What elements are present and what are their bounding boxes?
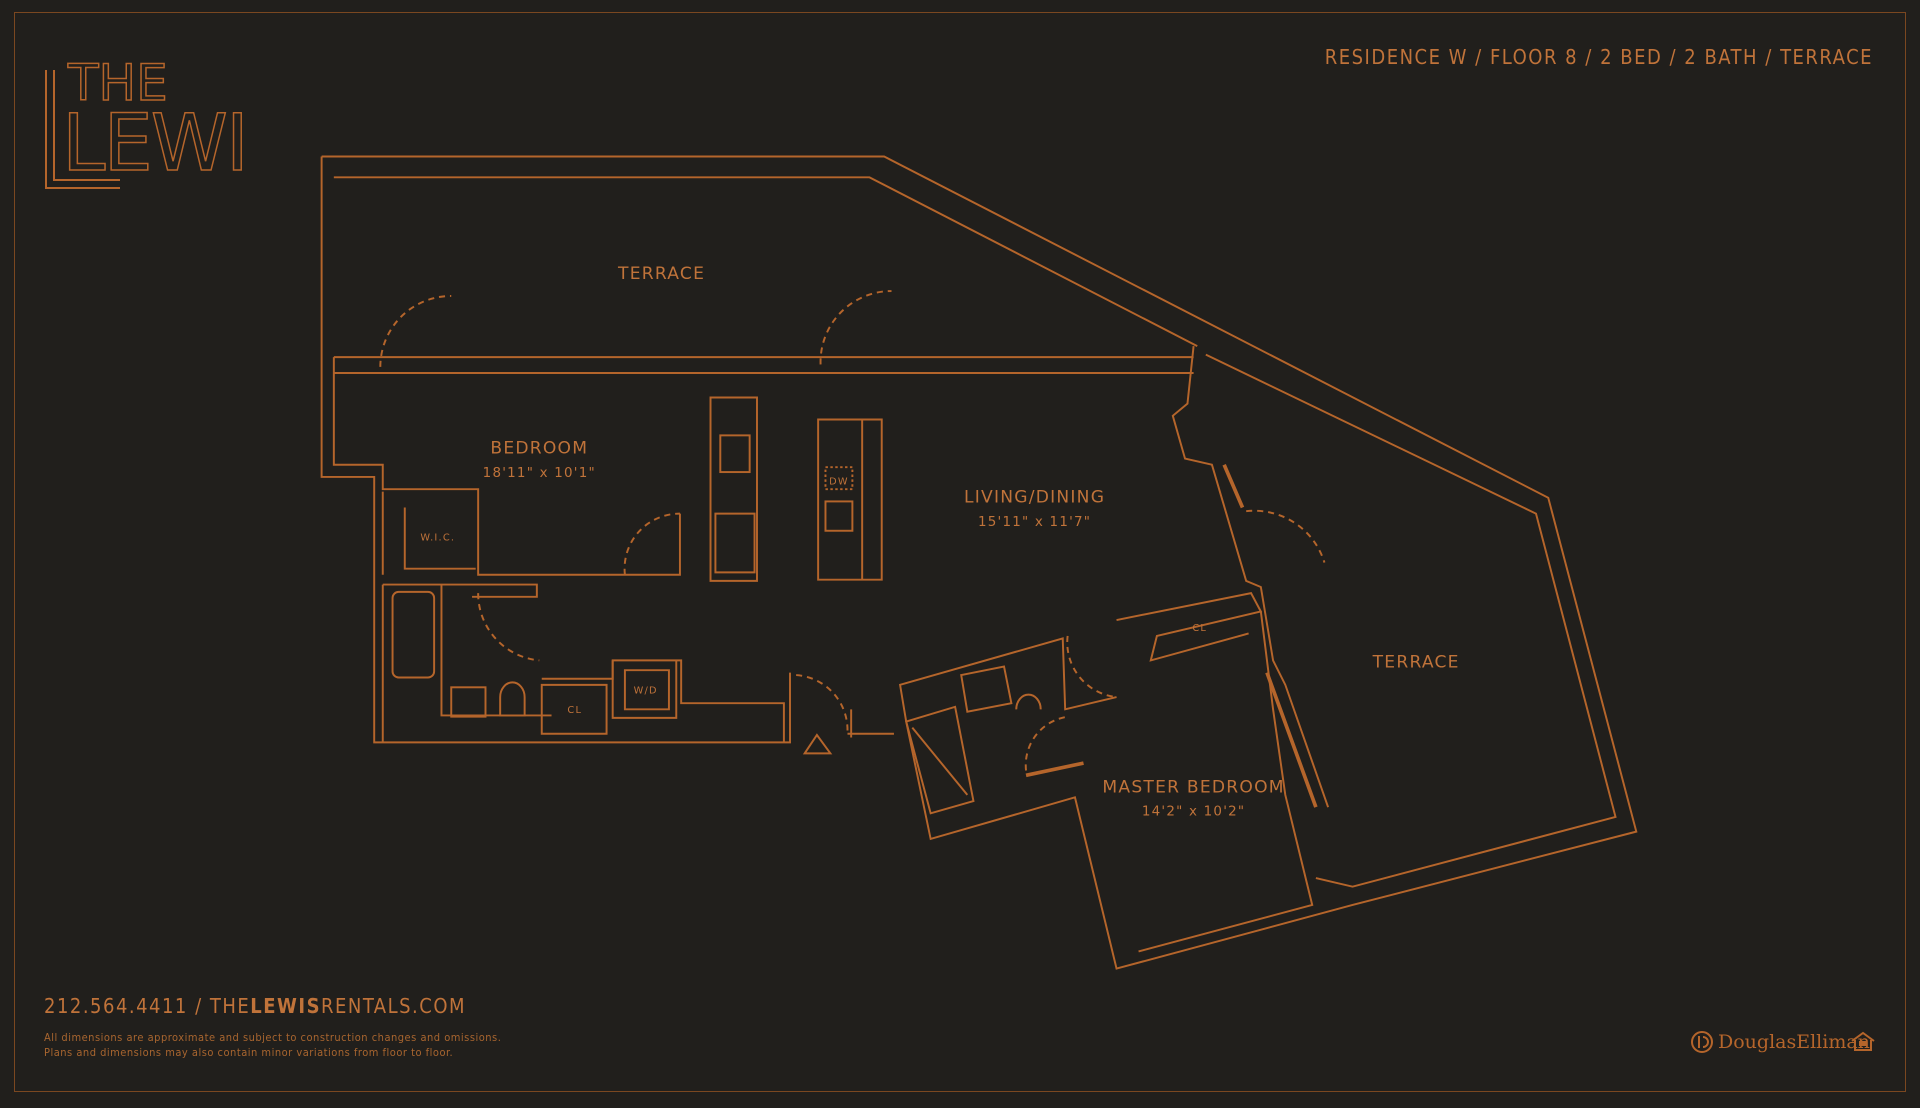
door-swings — [379, 290, 1326, 771]
contact-info: 212.564.4411 / THELEWISRENTALS.COM — [44, 994, 466, 1018]
the-lewis-logo: THE LEWIS — [45, 53, 250, 190]
page-border — [14, 12, 1906, 1092]
website-bold: LEWIS — [250, 994, 322, 1018]
room-dims-living: 15'11" x 11'7" — [978, 515, 1091, 530]
equal-housing-icon — [1851, 1031, 1875, 1051]
label-closet: CL — [567, 705, 582, 716]
residence-title: RESIDENCE W / FLOOR 8 / 2 BED / 2 BATH /… — [1324, 45, 1873, 69]
label-dishwasher: DW — [829, 476, 849, 487]
room-label-living: LIVING/DINING — [964, 488, 1105, 508]
douglas-elliman-logo: DouglasElliman — [1690, 1030, 1870, 1054]
room-dims-master: 14'2" x 10'2" — [1142, 805, 1245, 820]
label-closet-master: CL — [1192, 623, 1207, 634]
fixtures — [391, 434, 1042, 755]
room-label-terrace-right: TERRACE — [1372, 653, 1460, 673]
disclaimer-line: All dimensions are approximate and subje… — [44, 1031, 502, 1044]
room-label-bedroom: BEDROOM — [490, 439, 588, 459]
label-washer-dryer: W/D — [634, 685, 658, 696]
svg-text:LEWIS: LEWIS — [62, 99, 250, 189]
room-dims-bedroom: 18'11" x 10'1" — [483, 466, 596, 481]
plan-walls — [320, 155, 1638, 970]
room-label-master: MASTER BEDROOM — [1102, 777, 1284, 797]
room-label-terrace: TERRACE — [617, 264, 705, 284]
disclaimer-line: Plans and dimensions may also contain mi… — [44, 1046, 454, 1059]
label-wic: W.I.C. — [420, 533, 455, 544]
disclaimer: All dimensions are approximate and subje… — [44, 1030, 501, 1060]
douglas-elliman-emblem-icon — [1691, 1031, 1713, 1053]
brand-name: DouglasElliman — [1718, 1031, 1870, 1053]
phone-number: 212.564.4411 / THE — [44, 994, 251, 1018]
website-rest: RENTALS.COM — [321, 994, 467, 1018]
svg-text:THE: THE — [67, 54, 168, 112]
